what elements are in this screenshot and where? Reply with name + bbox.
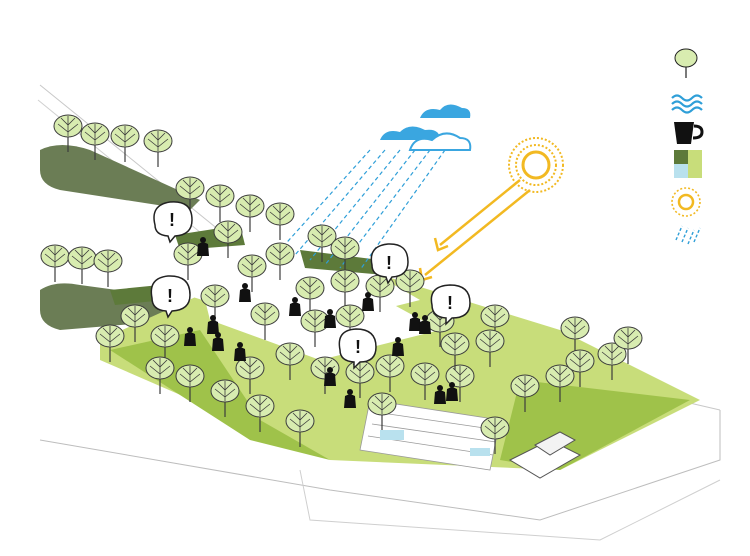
cloud-icon <box>380 104 472 151</box>
sun-icon <box>671 187 701 217</box>
water-pool <box>380 430 404 440</box>
water-pool <box>470 448 490 456</box>
water-waves-icon <box>671 94 703 114</box>
speech-bubble: ! <box>370 243 409 285</box>
bubble-text: ! <box>386 253 392 273</box>
coffee-cup-icon <box>674 122 704 144</box>
rain-icon <box>675 225 701 245</box>
bubble-text: ! <box>447 293 453 313</box>
legend <box>660 48 720 248</box>
speech-bubble: ! <box>338 328 377 370</box>
speech-bubble: ! <box>430 284 471 326</box>
speech-bubble: ! <box>153 201 193 244</box>
bubble-text: ! <box>169 210 175 230</box>
tree-icon <box>674 48 698 78</box>
sun-icon <box>508 137 564 193</box>
sun-rays <box>418 179 531 282</box>
bubble-text: ! <box>167 286 173 306</box>
green-swatch-icon <box>674 150 702 178</box>
bubble-text: ! <box>355 337 361 357</box>
pavilion-building <box>508 431 582 479</box>
central-stairs <box>359 399 501 471</box>
speech-bubble: ! <box>150 275 191 319</box>
